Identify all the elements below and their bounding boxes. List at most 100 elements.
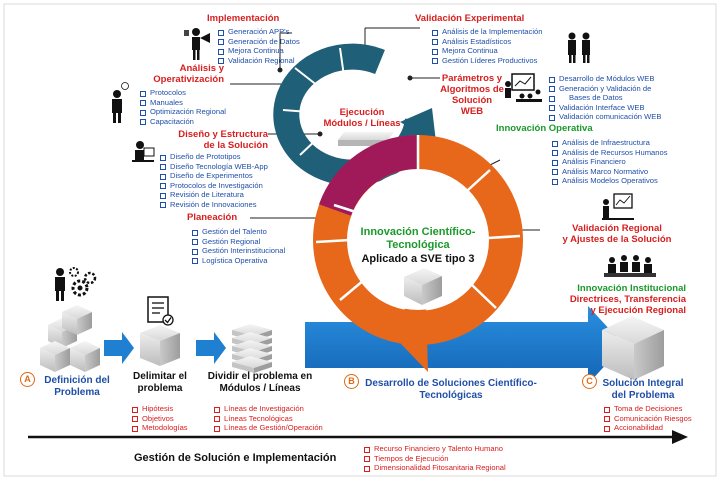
list-item: Generación APP's: [218, 27, 300, 37]
presenter-icon: [184, 28, 210, 60]
parametros-list: Desarrollo de Módulos WEB Generación y V…: [549, 74, 661, 122]
list-item: Análisis Financiero: [552, 157, 668, 167]
center-line3: Aplicado a SVE tipo 3: [361, 253, 475, 266]
diseno-title-line2: de la Solución: [203, 139, 268, 151]
list-item: Revisión de Innovaciones: [160, 200, 268, 210]
desk-worker-icon: [132, 141, 155, 162]
dividir-line1: Dividir el problema en: [207, 371, 313, 382]
innovacion-institucional-line1: Innovación Institucional: [577, 283, 686, 294]
analyst-presenter-icon: [602, 193, 634, 220]
list-item: Protocolos de Investigación: [160, 181, 268, 191]
definicion-line2: Problema: [54, 386, 100, 398]
list-item: Validación Interface WEB: [549, 103, 661, 113]
definicion-label: Definición del Problema: [36, 375, 118, 398]
implementacion-title: Implementación: [207, 13, 280, 24]
dividir-line2: Módulos / Líneas: [219, 382, 301, 394]
list-item: Validación comunicación WEB: [549, 112, 661, 122]
delimitar-line2: problema: [137, 382, 183, 394]
ejecucion-line1: Ejecución: [339, 107, 385, 118]
list-item: Gestión del Talento: [192, 227, 285, 237]
list-item: Metodologías: [132, 423, 188, 433]
gestion-title: Gestión de Solución e Implementación: [134, 452, 337, 464]
whiteboard-presenter-icon: [505, 73, 542, 102]
list-item: Análisis Estadísticos: [432, 37, 542, 47]
list-item: Análisis de la Implementación: [432, 27, 542, 37]
validacion-regional-line2: y Ajustes de la Solución: [562, 233, 672, 245]
frame: [3, 3, 717, 477]
list-item: Diseño de Prototipos: [160, 152, 268, 162]
center-disc: [348, 170, 488, 310]
innovacion-operativa-title: Innovación Operativa: [496, 123, 593, 134]
team-meeting-icon: [604, 255, 656, 277]
ejecucion-tile: [338, 132, 394, 146]
innovacion-institucional-line3: y Ejecución Regional: [590, 304, 686, 316]
list-item: Mejora Continua: [432, 46, 542, 56]
analisis-title: Análisis y Operativización: [140, 63, 224, 86]
orange-ring: [313, 134, 523, 372]
validacion-experimental-list: Análisis de la Implementación Análisis E…: [432, 27, 542, 65]
solucion-integral-list: Toma de Decisiones Comunicación Riesgos …: [604, 404, 692, 433]
diseno-list: Diseño de Prototipos Diseño Tecnología W…: [160, 152, 268, 210]
slab-stack: [232, 324, 272, 373]
list-item: Análisis Marco Normativo: [552, 167, 668, 177]
analisis-title-line2: Operativización: [153, 73, 224, 85]
delimitar-cube: [140, 325, 180, 366]
list-item: Generación de Datos: [218, 37, 300, 47]
desarrollo-label: Desarrollo de Soluciones Científico- Tec…: [358, 378, 544, 401]
list-item: Accionabilidad: [604, 423, 692, 433]
validacion-regional-label: Validación Regional y Ajustes de la Solu…: [562, 223, 672, 246]
parametros-title-line2: Algoritmos de: [440, 83, 504, 95]
center-line1: Innovación Científico-: [360, 226, 476, 238]
ejecucion-line2: Módulos / Líneas: [323, 117, 401, 129]
thinking-person-icon: [112, 82, 129, 123]
solucion-integral-line2: del Problema: [611, 389, 675, 401]
list-item: Análisis de Recursos Humanos: [552, 148, 668, 158]
dividir-list: Líneas de Investigación Líneas Tecnológi…: [214, 404, 323, 433]
analisis-list: Protocolos Manuales Optimización Regiona…: [140, 88, 226, 126]
planeacion-list: Gestión del Talento Gestión Regional Ges…: [192, 227, 285, 265]
list-item: Análisis Modelos Operativos: [552, 176, 668, 186]
analisis-title-line1: Análisis y: [179, 63, 224, 74]
list-item: Recurso Financiero y Talento Humano: [364, 444, 506, 454]
list-item: Líneas Tecnológicas: [214, 414, 323, 424]
badge-c: C: [582, 374, 597, 389]
meeting-people-icon: [568, 32, 590, 63]
center-cube: [404, 268, 442, 305]
list-item: Tiempos de Ejecución: [364, 454, 506, 464]
parametros-title-line3: Solución: [451, 94, 493, 106]
ejecucion-label: Ejecución Módulos / Líneas: [312, 107, 412, 130]
timeline-arrow: [28, 430, 688, 444]
gestion-list: Recurso Financiero y Talento Humano Tiem…: [364, 444, 506, 473]
list-item: Diseño de Experimentos: [160, 171, 268, 181]
stage-arrows: [104, 332, 226, 364]
list-item: Manuales: [140, 98, 226, 108]
solution-cube: [602, 316, 664, 380]
center-label: Innovación Científico- Tecnológica Aplic…: [350, 226, 486, 266]
validacion-regional-line1: Validación Regional: [572, 223, 662, 234]
implementacion-list: Generación APP's Generación de Datos Mej…: [218, 27, 300, 65]
planeacion-title: Planeación: [187, 212, 238, 223]
list-item: Dimensionalidad Fitosanitaria Regional: [364, 463, 506, 473]
dividir-label: Dividir el problema en Módulos / Líneas: [196, 371, 324, 394]
list-item: Validación Regional: [218, 56, 300, 66]
parametros-title-line1: Parámetros y: [441, 73, 503, 84]
list-item: Hipótesis: [132, 404, 188, 414]
badge-a: A: [20, 372, 35, 387]
delimitar-list: Hipótesis Objetivos Metodologías: [132, 404, 188, 433]
list-item: Análisis de Infraestructura: [552, 138, 668, 148]
solucion-integral-line1: Solución Integral: [602, 378, 684, 389]
innovacion-operativa-list: Análisis de Infraestructura Análisis de …: [552, 138, 668, 186]
list-item: Toma de Decisiones: [604, 404, 692, 414]
list-item: Capacitación: [140, 117, 226, 127]
center-line2: Tecnológica: [386, 238, 450, 251]
delimitar-line1: Delimitar el: [133, 371, 187, 382]
list-item: Gestión Regional: [192, 237, 285, 247]
diseno-title-line1: Diseño y Estructura: [178, 129, 268, 140]
list-item: Comunicación Riesgos: [604, 414, 692, 424]
gears-person-icon: [55, 267, 97, 301]
list-item: Objetivos: [132, 414, 188, 424]
cube-cluster: [40, 305, 100, 372]
list-item: Revisión de Literatura: [160, 190, 268, 200]
